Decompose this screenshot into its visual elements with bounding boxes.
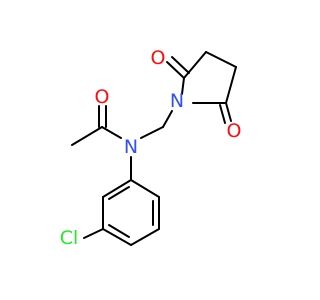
bond-aromatic-inner-a	[108, 186, 130, 200]
bond-methyl-carbonyl	[71, 126, 103, 146]
molecule-diagram: O N N O O Cl	[0, 0, 300, 300]
bond-carbonyl-top-ch2	[183, 51, 207, 79]
bond-ring-3-4	[102, 228, 132, 246]
bond-amide-n-methylene	[140, 126, 164, 139]
atom-chlorine: Cl	[60, 227, 79, 249]
bond-ring-chlorine	[83, 228, 104, 239]
atom-o-imide-top: O	[151, 47, 166, 69]
bond-ring-6-1	[130, 179, 160, 198]
bond-top-carbonyl-oxygen-a	[166, 61, 185, 79]
bond-top-carbonyl-oxygen-b	[171, 56, 190, 74]
atom-n-amide: N	[124, 136, 138, 158]
bond-ring-ch2-ch2	[205, 51, 237, 68]
atom-n-imide: N	[170, 90, 184, 112]
bond-methylene-imide-n	[162, 110, 173, 128]
bond-ring-1-2	[102, 179, 132, 198]
bond-aromatic-inner-b	[108, 224, 130, 238]
background	[0, 0, 300, 300]
bond-ch2-carbonyl-right	[225, 66, 237, 104]
bond-ring-4-5	[130, 228, 160, 246]
bond-right-carbonyl-oxygen-b	[219, 104, 226, 124]
bond-right-carbonyl-oxygen-a	[225, 102, 232, 122]
bond-imide-n-carbonyl-top	[181, 77, 185, 95]
atom-o-acetyl: O	[95, 86, 110, 108]
atom-o-imide-right: O	[227, 120, 242, 142]
bond-carbonyl-amide-n	[101, 126, 122, 139]
